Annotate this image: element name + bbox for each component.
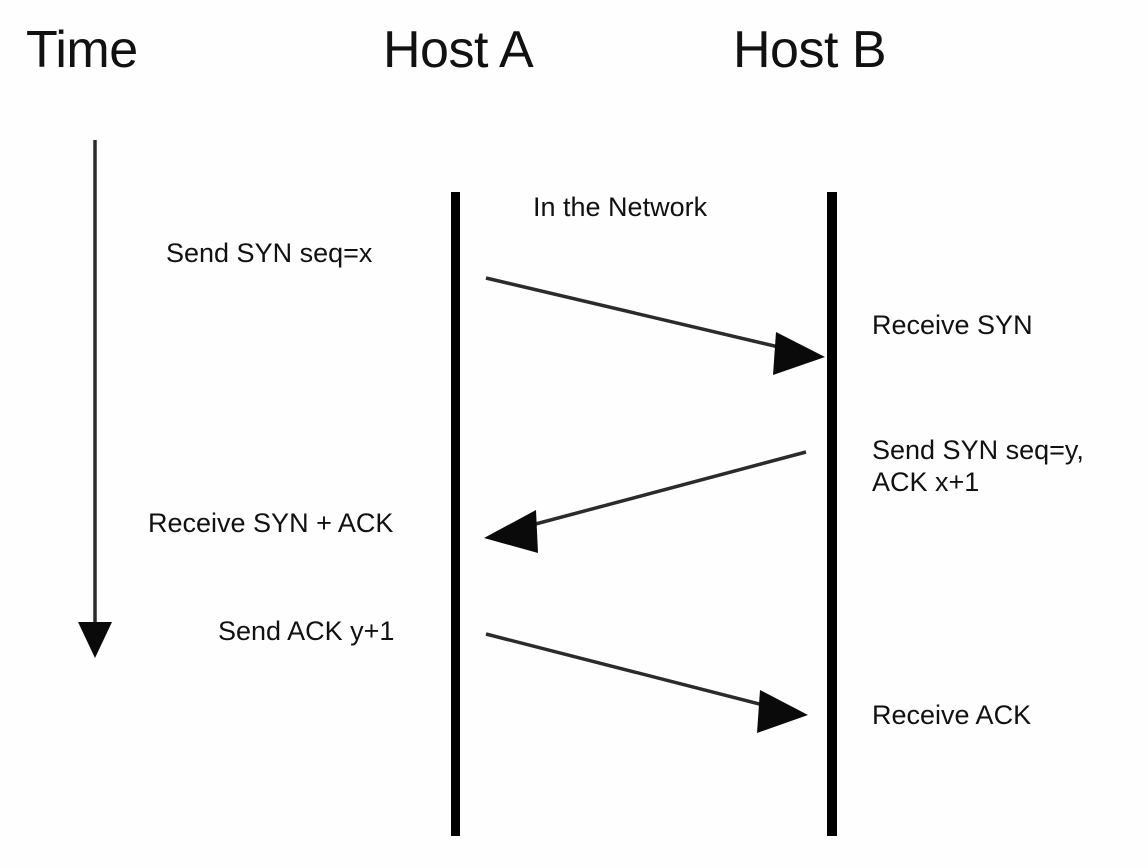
send-syn-ack-label: Send SYN seq=y, ACK x+1 — [872, 435, 1084, 497]
receive-syn-ack-label: Receive SYN + ACK — [148, 508, 394, 538]
receive-syn-label: Receive SYN — [872, 310, 1033, 340]
send-ack-label: Send ACK y+1 — [218, 616, 395, 646]
message-arrow-ack — [485, 632, 808, 733]
send-syn-label: Send SYN seq=x — [166, 238, 373, 268]
time-axis-heading: Time — [26, 21, 138, 79]
host-b-lifeline — [827, 192, 837, 836]
receive-ack-label: Receive ACK — [872, 700, 1032, 730]
in-the-network-label: In the Network — [533, 192, 708, 222]
time-axis-arrow — [78, 140, 112, 658]
host-a-heading: Host A — [383, 21, 534, 79]
host-a-lifeline — [451, 192, 460, 836]
host-b-heading: Host B — [733, 21, 887, 79]
message-arrow-syn — [485, 276, 825, 375]
message-arrow-synack — [484, 450, 807, 553]
